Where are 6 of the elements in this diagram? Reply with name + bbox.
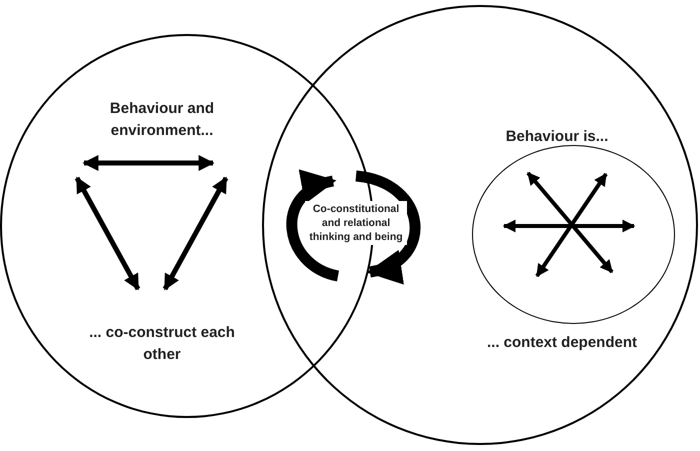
heading-text: Behaviour and environment...	[108, 99, 216, 141]
statement-text: ... co-construct each other	[88, 323, 236, 365]
statement-text: ... context dependent	[486, 333, 638, 353]
heading-text: Behaviour is...	[504, 127, 610, 147]
inner-ellipse	[472, 145, 675, 324]
center-label: Co-constitutional and relational thinking and being	[305, 201, 407, 245]
